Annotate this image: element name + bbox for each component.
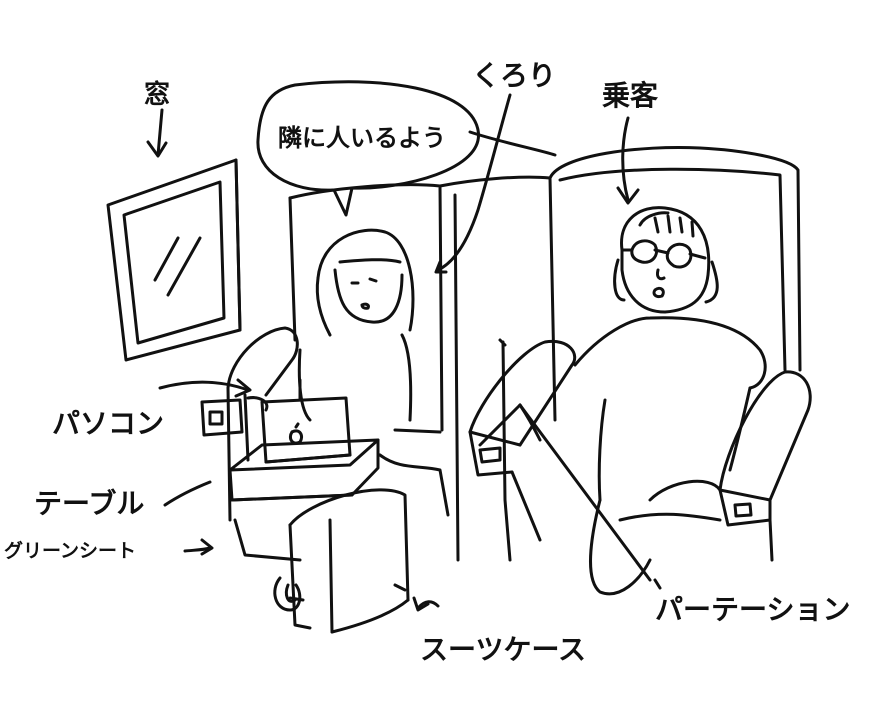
label-table: テーブル — [34, 487, 145, 520]
window-arrow — [146, 108, 168, 158]
label-partition: パーテーション — [655, 593, 851, 626]
label-suitcase: スーツケース — [420, 633, 587, 666]
partition-drawing — [478, 338, 652, 582]
label-green-seat: グリーンシート — [4, 540, 137, 562]
leader-lines — [158, 93, 662, 612]
label-kurori: くろり — [472, 59, 557, 92]
speech-bubble-text: 隣に人いるよう — [278, 124, 446, 152]
right-seat — [468, 146, 812, 562]
label-pc: パソコン — [52, 407, 165, 440]
suitcase-drawing — [273, 488, 410, 634]
kurori-figure — [297, 228, 415, 422]
laptop-drawing — [246, 396, 352, 464]
tray-table — [228, 438, 380, 502]
passenger-figure — [573, 206, 767, 596]
label-passenger: 乗客 — [602, 79, 659, 112]
label-window: 窓 — [144, 80, 171, 110]
window-drawing — [106, 158, 242, 362]
left-seat — [226, 175, 552, 562]
left-armrest-console — [200, 398, 244, 437]
